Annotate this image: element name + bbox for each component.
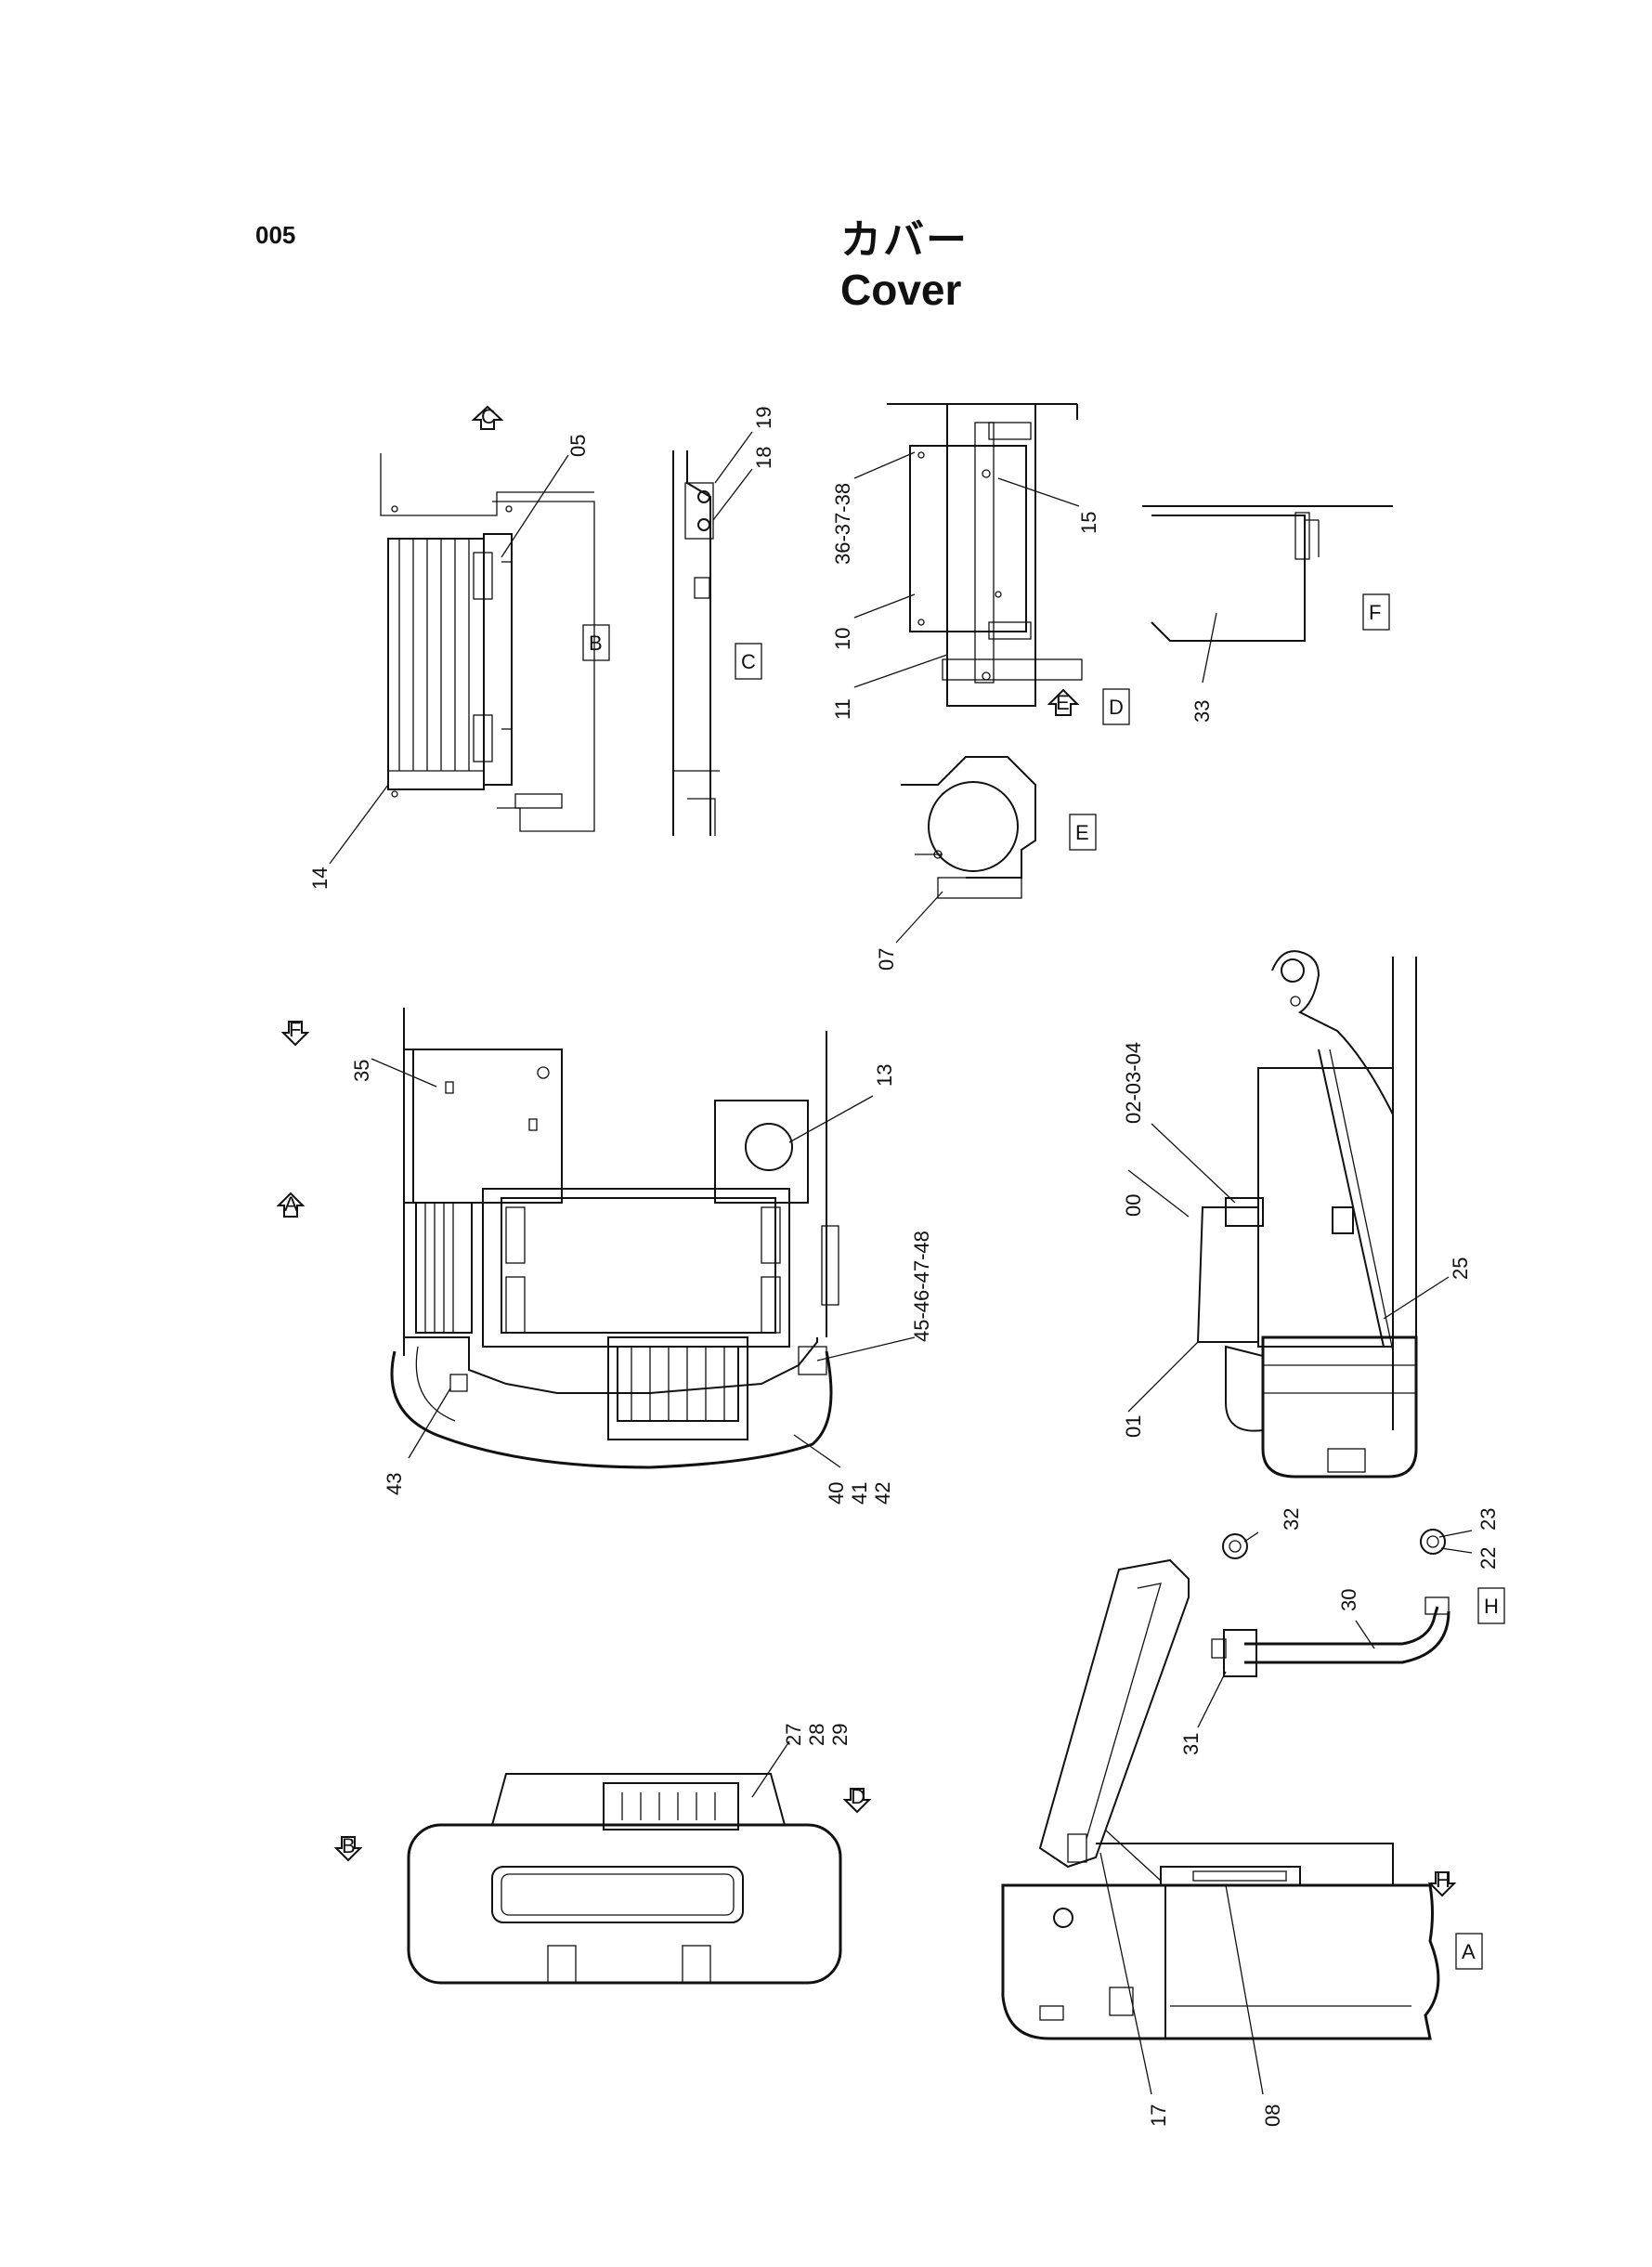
view-c-drawing — [672, 450, 720, 836]
view-box-e: E — [1069, 814, 1097, 851]
view-arrow-d: D — [842, 1785, 872, 1814]
part-label-22: 22 — [1476, 1547, 1500, 1570]
part-label-14: 14 — [308, 867, 332, 890]
svg-text:H: H — [1484, 1595, 1499, 1618]
title-english: Cover — [840, 266, 962, 314]
view-box-b: B — [582, 624, 610, 661]
part-label-27: 27 — [782, 1724, 805, 1746]
part-label-42: 42 — [871, 1482, 894, 1505]
svg-text:C: C — [741, 650, 756, 673]
part-label-40: 40 — [825, 1482, 848, 1505]
svg-text:B: B — [589, 632, 603, 655]
part-label-00: 00 — [1122, 1194, 1145, 1217]
open-cover-drawing — [1001, 1558, 1440, 2040]
view-arrow-h-letter: H — [1436, 1869, 1450, 1892]
view-box-a: A — [1455, 1933, 1483, 1970]
part-label-02-03-04: 02-03-04 — [1122, 1042, 1145, 1124]
view-f-drawing — [1142, 505, 1393, 642]
title-japanese: カバー — [840, 216, 969, 264]
view-box-h: H — [1477, 1587, 1505, 1624]
rear-view-drawing — [407, 1773, 842, 1985]
view-arrow-e-letter: E — [1056, 691, 1070, 714]
view-arrow-f: F — [280, 1018, 310, 1047]
svg-text:F: F — [1369, 601, 1381, 624]
part-label-41: 41 — [848, 1482, 871, 1505]
part-label-43: 43 — [383, 1473, 406, 1495]
svg-text:E: E — [1075, 821, 1089, 844]
svg-text:D: D — [1109, 696, 1124, 719]
part-label-25: 25 — [1449, 1257, 1472, 1280]
part-label-28: 28 — [805, 1724, 828, 1746]
view-box-f: F — [1362, 593, 1390, 631]
svg-text:A: A — [1462, 1940, 1476, 1963]
page-number: 005 — [255, 221, 296, 249]
part-label-10: 10 — [831, 628, 854, 650]
view-arrow-a: A — [276, 1192, 306, 1218]
side-view-drawing — [1196, 950, 1418, 1479]
part-label-45-46-47-48: 45-46-47-48 — [910, 1231, 933, 1342]
part-label-29: 29 — [828, 1724, 852, 1746]
view-arrow-d-letter: D — [851, 1785, 865, 1808]
view-arrow-c-letter: C — [481, 405, 496, 428]
view-a-drawing — [390, 1008, 839, 1469]
view-arrow-b: B — [333, 1834, 363, 1862]
view-arrow-b-letter: B — [342, 1834, 356, 1857]
part-label-33: 33 — [1190, 700, 1214, 723]
view-b-drawing — [380, 453, 595, 832]
part-labels: 05 19 18 36-37-38 10 11 15 33 14 07 35 1… — [308, 407, 1500, 2127]
part-label-23: 23 — [1476, 1508, 1500, 1531]
part-label-18: 18 — [752, 447, 775, 469]
part-label-30: 30 — [1337, 1589, 1360, 1611]
view-e-drawing — [901, 756, 1036, 899]
part-label-05: 05 — [566, 435, 590, 457]
view-arrow-f-letter: F — [289, 1018, 301, 1041]
view-arrow-e: E — [1047, 688, 1080, 716]
view-arrow-c: C — [471, 405, 504, 430]
part-label-35: 35 — [350, 1060, 373, 1082]
view-box-c: C — [735, 643, 762, 680]
part-label-07: 07 — [875, 948, 898, 971]
part-label-31: 31 — [1179, 1733, 1203, 1755]
part-label-11: 11 — [831, 698, 854, 720]
view-arrow-a-letter: A — [284, 1192, 298, 1216]
view-d-drawing — [887, 403, 1083, 707]
part-label-01: 01 — [1122, 1415, 1145, 1438]
part-label-08: 08 — [1261, 2104, 1284, 2127]
part-label-32: 32 — [1280, 1508, 1303, 1531]
part-label-19: 19 — [752, 407, 775, 429]
part-label-17: 17 — [1147, 2104, 1170, 2127]
part-label-13: 13 — [873, 1064, 896, 1087]
view-box-d: D — [1102, 688, 1130, 725]
leader-lines — [329, 431, 1473, 2095]
view-h-drawing — [1211, 1529, 1450, 1677]
view-arrow-h: H — [1427, 1869, 1457, 1897]
part-label-36-37-38: 36-37-38 — [831, 483, 854, 565]
part-label-15: 15 — [1077, 512, 1100, 534]
